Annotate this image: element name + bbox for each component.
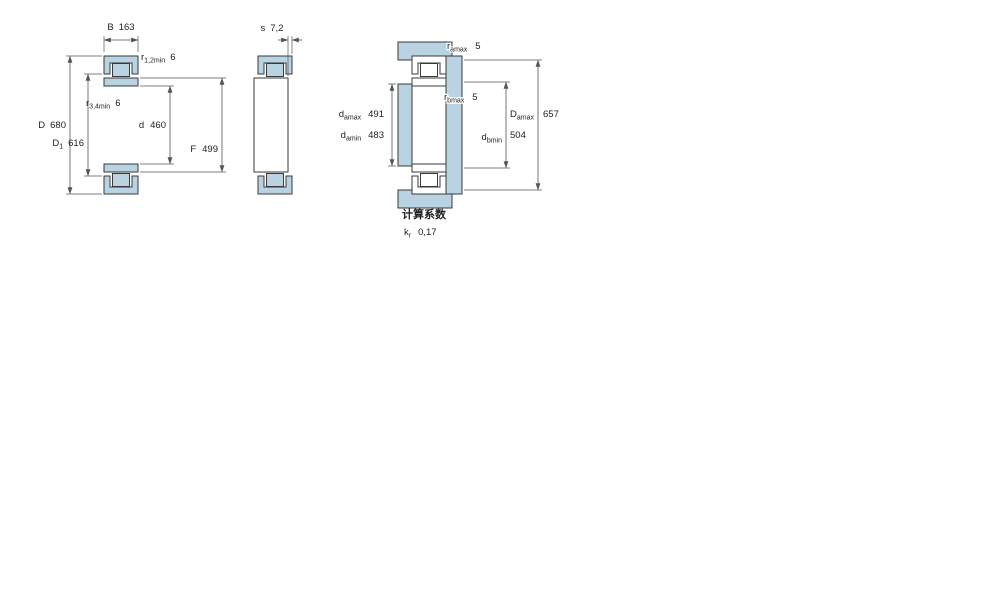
roller-bottom (112, 173, 130, 187)
dim-F-extension-lines (140, 77, 226, 173)
dim-Da-extension-lines (464, 59, 542, 191)
roller-top (112, 63, 130, 77)
inner-ring-top-section (103, 77, 139, 87)
inner-ring-side-view (253, 77, 289, 173)
inner-ring-bottom-section (411, 163, 447, 173)
outer-ring-top-section (257, 55, 293, 75)
dim-db-extension-lines (464, 81, 510, 169)
outer-ring-bottom-section (103, 175, 139, 195)
dim-D-extension-lines (66, 55, 102, 195)
dim-dbmin-label: dbmin (482, 132, 503, 145)
roller-top (266, 63, 284, 77)
middle-view-rings (257, 55, 293, 195)
abutment-collar (445, 55, 463, 195)
dim-Damax-label: Damax (510, 109, 534, 122)
dim-dbmin-value: 504 (510, 130, 526, 141)
outer-ring-bottom-section (257, 175, 293, 195)
dim-Damax-value: 657 (543, 109, 559, 120)
shaft-shoulder (397, 83, 413, 167)
roller-bottom (266, 173, 284, 187)
left-view-rings (103, 55, 139, 195)
roller-bottom (420, 173, 438, 187)
inner-ring-top-section (411, 77, 447, 87)
outer-ring-top-section (411, 55, 447, 75)
roller-top (420, 63, 438, 77)
dim-D1-extension-lines (84, 73, 102, 177)
outer-ring-bottom-section (411, 175, 447, 195)
dim-B-extension-lines (103, 36, 139, 52)
calculation-factors-heading: 计算系数 (402, 207, 447, 221)
outer-ring-top-section (103, 55, 139, 75)
bearing-outline (411, 55, 447, 195)
inner-ring-bottom-section (103, 163, 139, 173)
